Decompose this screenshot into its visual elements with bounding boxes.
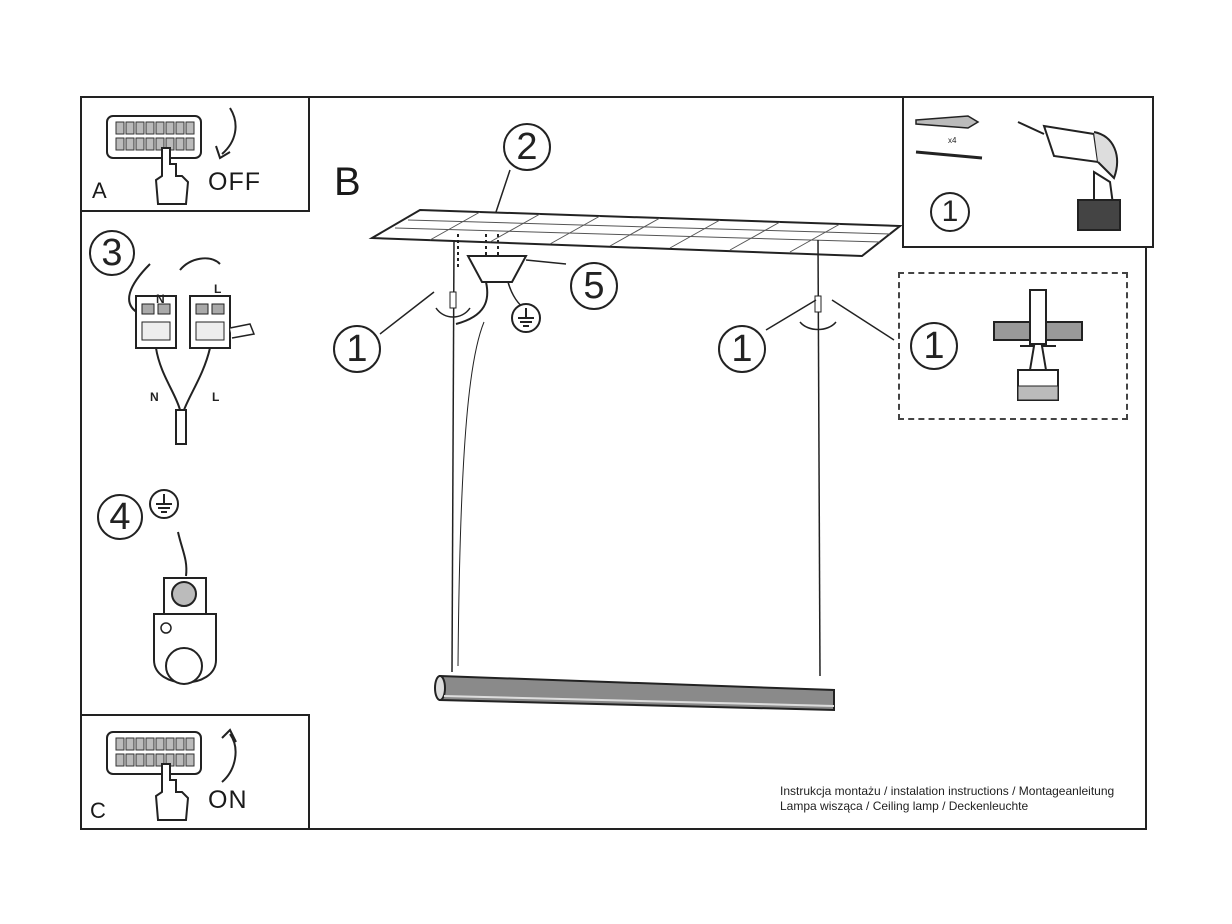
callout-4: 4 <box>97 494 143 540</box>
wire-label-l-bottom: L <box>212 390 220 404</box>
switch-on-label: ON <box>208 786 248 814</box>
callout-1-left-text: 1 <box>346 328 368 370</box>
callout-1-right-leader <box>765 299 817 331</box>
callout-2-leader <box>495 169 511 213</box>
ground-symbol-icon <box>149 489 179 519</box>
wire-label-n-top: N <box>156 292 165 306</box>
fuse-box-icon <box>106 115 202 159</box>
callout-1-kit: 1 <box>930 192 970 232</box>
footer-line-1: Instrukcja montażu / instalation instruc… <box>780 784 1115 798</box>
suspension-cables <box>435 239 837 677</box>
hand-icon <box>154 147 190 205</box>
wire-label-n-bottom: N <box>150 390 159 404</box>
footer-text: Instrukcja montażu / instalation instruc… <box>780 784 1114 814</box>
callout-5-text: 5 <box>583 265 605 307</box>
hand-icon <box>154 763 190 821</box>
ground-symbol-icon <box>511 303 541 333</box>
step-label-a: A <box>92 178 107 203</box>
terminal-block-icon <box>128 257 256 445</box>
detail-mount-box <box>898 272 1128 420</box>
ceiling-grid-icon <box>368 208 903 258</box>
callout-1-left-leader <box>379 291 435 335</box>
arrow-icon <box>221 728 237 783</box>
fuse-box-icon <box>106 731 202 775</box>
screw-icon <box>915 150 983 160</box>
callout-1-kit-text: 1 <box>941 195 959 228</box>
callout-2-text: 2 <box>516 126 538 168</box>
canopy-icon <box>455 234 567 325</box>
tools-kit-panel: x4 1 <box>902 96 1154 248</box>
arrow-icon <box>215 107 237 160</box>
lamp-bar-icon <box>434 674 835 712</box>
wire-label-l-top: L <box>214 282 222 296</box>
callout-3-text: 3 <box>101 232 123 274</box>
callout-1-detail: 1 <box>910 322 958 370</box>
ground-terminal-icon <box>153 531 217 685</box>
drill-icon <box>1017 121 1121 231</box>
step-label-c: C <box>90 798 106 823</box>
callout-1-detail-text: 1 <box>923 325 945 367</box>
callout-3: 3 <box>89 230 135 276</box>
wall-plug-set-icon <box>915 115 980 129</box>
callout-1-detail-leader <box>831 299 895 341</box>
wall-plug-icon <box>993 289 1083 401</box>
callout-5: 5 <box>570 262 618 310</box>
step-label-b: B <box>334 160 361 204</box>
switch-off-label: OFF <box>208 168 261 196</box>
callout-1-left: 1 <box>333 325 381 373</box>
callout-2: 2 <box>503 123 551 171</box>
footer-line-2: Lampa wisząca / Ceiling lamp / Deckenleu… <box>780 799 1029 813</box>
panel-c-power-on: C ON <box>80 714 310 830</box>
kit-quantity-label: x4 <box>948 136 957 145</box>
panel-a-power-off: A OFF <box>80 96 310 212</box>
callout-1-right-text: 1 <box>731 328 753 370</box>
callout-1-right: 1 <box>718 325 766 373</box>
instruction-frame <box>80 96 1147 830</box>
callout-4-text: 4 <box>109 496 131 538</box>
